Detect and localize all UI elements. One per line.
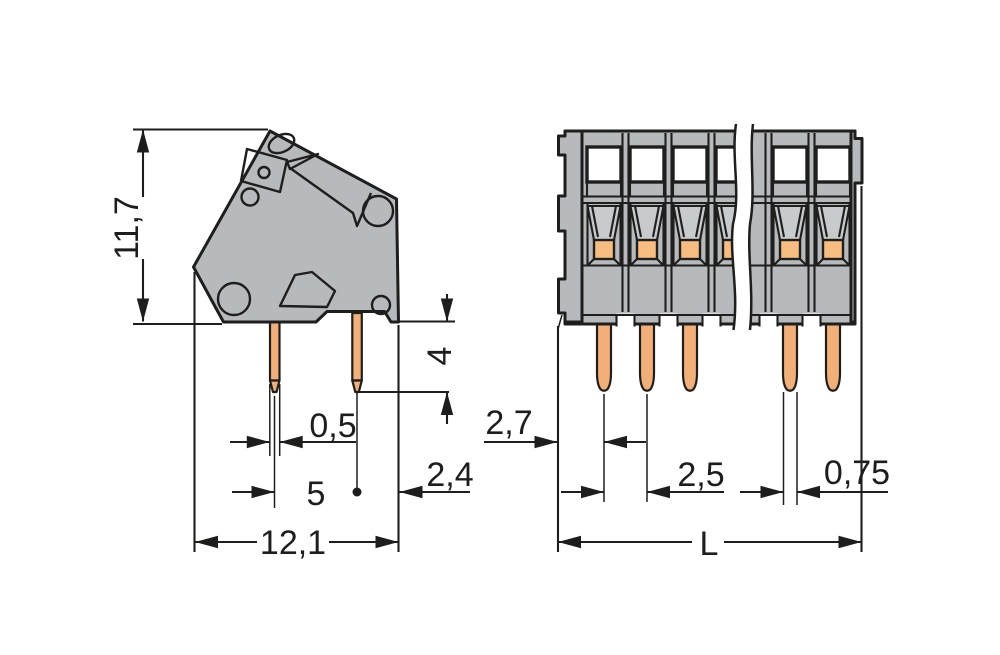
dim-side-height: 11,7 xyxy=(108,128,268,326)
dim-pin-thickness: 0,5 xyxy=(230,384,357,456)
front-view xyxy=(557,123,864,392)
dim-pin-spacing: 5 xyxy=(232,392,362,513)
side-pin-right xyxy=(351,311,363,394)
side-housing xyxy=(192,129,400,324)
dim-total-width: 12,1 xyxy=(193,272,400,562)
dim-label-pin-thickness: 0,5 xyxy=(309,407,356,445)
dim-label-pole-pitch: 2,5 xyxy=(677,456,724,494)
front-pins xyxy=(595,321,842,392)
dim-label-pin-length: 4 xyxy=(421,347,459,366)
dim-label-pin-width: 0,75 xyxy=(824,454,890,492)
right-end-cap xyxy=(849,129,864,324)
dim-label-pin-spacing: 5 xyxy=(307,475,326,513)
dim-label-edge-to-pin: 2,7 xyxy=(485,404,532,442)
side-view xyxy=(192,129,400,394)
dim-edge-offset: 2,4 xyxy=(399,456,474,499)
dim-label-total-width: 12,1 xyxy=(260,524,326,562)
left-end-cap xyxy=(557,129,584,330)
break-symbol xyxy=(730,123,755,331)
side-pin-left xyxy=(268,320,281,394)
dim-pin-length: 4 xyxy=(357,294,459,424)
dim-edge-to-pin: 2,7 xyxy=(484,326,646,552)
side-clamp-details xyxy=(216,132,395,317)
dim-label-edge-offset: 2,4 xyxy=(426,456,473,494)
foot-notches xyxy=(615,313,822,327)
dim-total-length: L xyxy=(558,186,863,563)
dim-pin-width: 0,75 xyxy=(740,392,890,505)
dim-label-height: 11,7 xyxy=(108,196,146,260)
dim-label-total-length: L xyxy=(700,525,719,563)
dim-pole-pitch: 2,5 xyxy=(561,394,725,502)
pole-dividers xyxy=(621,133,816,312)
